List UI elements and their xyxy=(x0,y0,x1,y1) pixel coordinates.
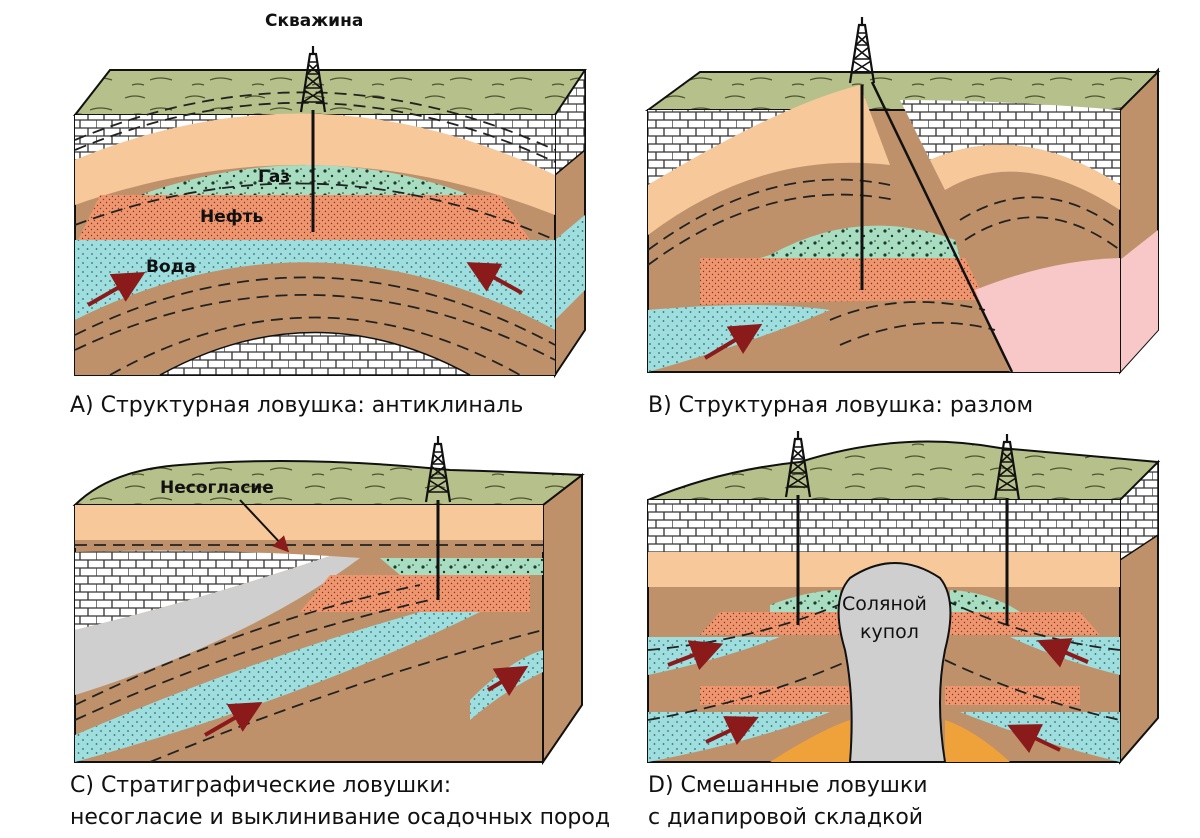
caption-b: B) Структурная ловушка: разлом xyxy=(648,393,1033,418)
caption-c-line2: несогласие и выклинивание осадочных поро… xyxy=(70,805,610,830)
caption-d-line1: D) Смешанные ловушки xyxy=(648,773,928,798)
caption-c-line1: C) Стратиграфические ловушки: xyxy=(70,773,451,798)
panel-b-fault: B) Структурная ловушка: разлом xyxy=(644,15,1161,418)
salt-dome-label-line1: Соляной xyxy=(842,593,927,615)
panel-d-salt-dome: Соляной купол D) Смешанные ловушки с диа… xyxy=(647,429,1161,830)
well-label: Скважина xyxy=(265,11,363,31)
panel-c-stratigraphic: Несогласие C) Стратиграфические ловушки:… xyxy=(70,434,610,830)
unconformity-label: Несогласие xyxy=(160,478,274,498)
caption-d-line2: с диапировой складкой xyxy=(648,805,923,830)
oil-label: Нефть xyxy=(200,207,263,227)
salt-dome-label-line2: купол xyxy=(860,621,919,643)
caption-a: A) Структурная ловушка: антиклиналь xyxy=(70,393,523,418)
panel-a-anticline: Скважина Газ Нефть Вода A) Структурная л… xyxy=(70,11,587,418)
water-label: Вода xyxy=(146,257,196,277)
gas-label: Газ xyxy=(258,167,290,187)
